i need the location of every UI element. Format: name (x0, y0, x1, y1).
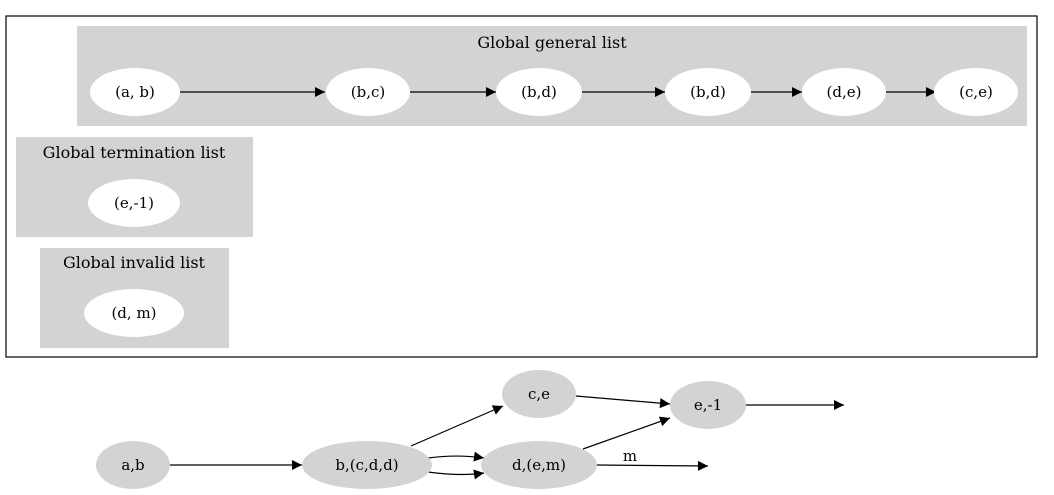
node-dem: d,(e,m) (481, 441, 597, 489)
edge-ce-to-em1 (575, 395, 671, 409)
graph-edges: m (170, 395, 844, 480)
general-item-1: (a, b) (90, 68, 180, 116)
general-item-2: (b,c) (326, 68, 410, 116)
edge-label-m: m (623, 447, 637, 465)
general-list-cluster: Global general list (a, b) (b,c) (b,d) (… (77, 26, 1027, 126)
termination-list-title: Global termination list (43, 143, 226, 162)
svg-text:(d, m): (d, m) (111, 304, 156, 322)
node-bcdd: b,(c,d,d) (302, 441, 432, 489)
node-em1: e,-1 (670, 381, 746, 429)
edge-dem-out-m (595, 460, 709, 471)
svg-text:(a, b): (a, b) (115, 83, 155, 101)
svg-text:(d,e): (d,e) (827, 83, 862, 101)
edge-bcdd-to-ce (410, 405, 504, 447)
termination-list-cluster: Global termination list (e,-1) (16, 137, 253, 237)
node-ce: c,e (502, 370, 576, 418)
graph-nodes: a,b b,(c,d,d) c,e d,(e,m) e,-1 (96, 370, 746, 489)
svg-text:(b,d): (b,d) (521, 83, 557, 101)
edge-bcdd-to-dem-upper (427, 451, 485, 462)
svg-text:(b,d): (b,d) (690, 83, 726, 101)
general-item-3: (b,d) (496, 68, 582, 116)
node-ab: a,b (96, 441, 170, 489)
termination-item-1: (e,-1) (88, 179, 180, 227)
svg-text:(b,c): (b,c) (351, 83, 385, 101)
svg-text:a,b: a,b (121, 456, 144, 474)
general-item-4: (b,d) (665, 68, 751, 116)
edge-bcdd-to-dem-lower (427, 469, 485, 480)
svg-text:b,(c,d,d): b,(c,d,d) (335, 456, 398, 474)
invalid-list-cluster: Global invalid list (d, m) (40, 248, 229, 348)
svg-text:e,-1: e,-1 (694, 396, 722, 414)
svg-text:d,(e,m): d,(e,m) (512, 456, 566, 474)
general-item-5: (d,e) (802, 68, 886, 116)
edge-dem-to-em1 (582, 416, 671, 450)
svg-text:c,e: c,e (528, 385, 550, 403)
invalid-item-1: (d, m) (84, 289, 184, 337)
invalid-list-title: Global invalid list (63, 253, 206, 272)
svg-text:(c,e): (c,e) (959, 83, 993, 101)
general-list-title: Global general list (477, 33, 627, 52)
general-item-6: (c,e) (934, 68, 1018, 116)
svg-text:(e,-1): (e,-1) (114, 194, 154, 212)
